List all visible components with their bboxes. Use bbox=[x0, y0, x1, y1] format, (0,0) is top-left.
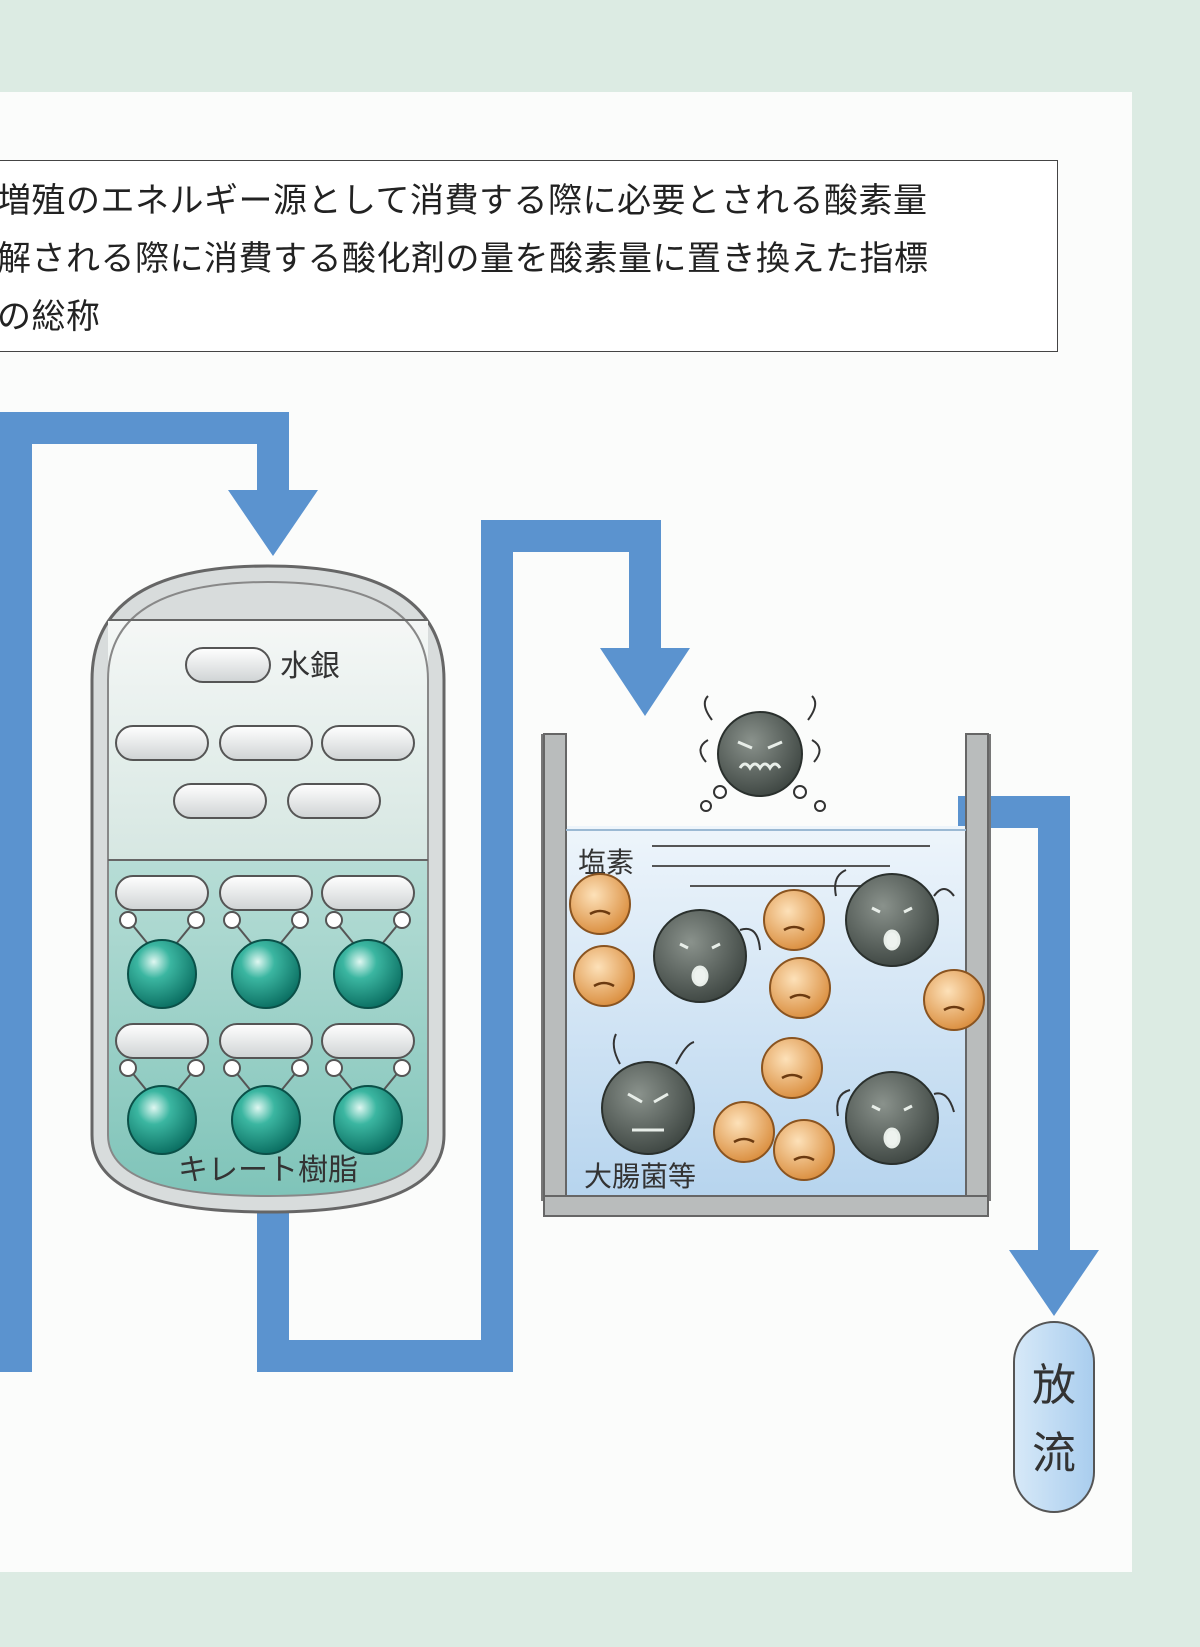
bacteria-faces bbox=[627, 906, 913, 1149]
mercury-label: 水銀 bbox=[280, 649, 340, 684]
e-coli-label: 大腸菌等 bbox=[584, 1160, 696, 1193]
transfer-pipe bbox=[257, 520, 690, 1372]
outflow-pipe bbox=[958, 796, 1099, 1316]
chelate-resin-label: キレート樹脂 bbox=[178, 1153, 358, 1188]
definition-line-3: の総称 bbox=[0, 297, 101, 337]
mercury-particles bbox=[115, 647, 415, 819]
e-coli-bacteria bbox=[601, 873, 939, 1165]
definition-line-1: 増殖のエネルギー源として消費する際に必要とされる酸素量 bbox=[0, 181, 928, 221]
inflow-pipe bbox=[0, 412, 318, 1372]
chlorine-label: 塩素 bbox=[578, 846, 634, 879]
bacteria-antennae bbox=[612, 869, 955, 1117]
bound-mercury bbox=[115, 875, 415, 1059]
bacterium-escaping bbox=[699, 695, 826, 812]
resin-links bbox=[119, 911, 411, 1093]
chlorination-tank: 塩素 大腸菌等 bbox=[541, 695, 991, 1217]
discharge-label-1: 放 bbox=[1032, 1360, 1076, 1411]
chlorine-particles bbox=[569, 873, 985, 1181]
definition-box: 増殖のエネルギー源として消費する際に必要とされる酸素量 解される際に消費する酸化… bbox=[0, 160, 1058, 352]
chlorine-faces bbox=[589, 909, 965, 1162]
definition-line-2: 解される際に消費する酸化剤の量を酸素量に置き換えた指標 bbox=[0, 239, 929, 279]
resin-balls bbox=[127, 939, 403, 1155]
discharge-outlet: 放 流 bbox=[1013, 1321, 1095, 1513]
chelate-resin-tower: 水銀 キレート樹脂 bbox=[90, 564, 446, 1214]
discharge-label-2: 流 bbox=[1032, 1428, 1076, 1479]
